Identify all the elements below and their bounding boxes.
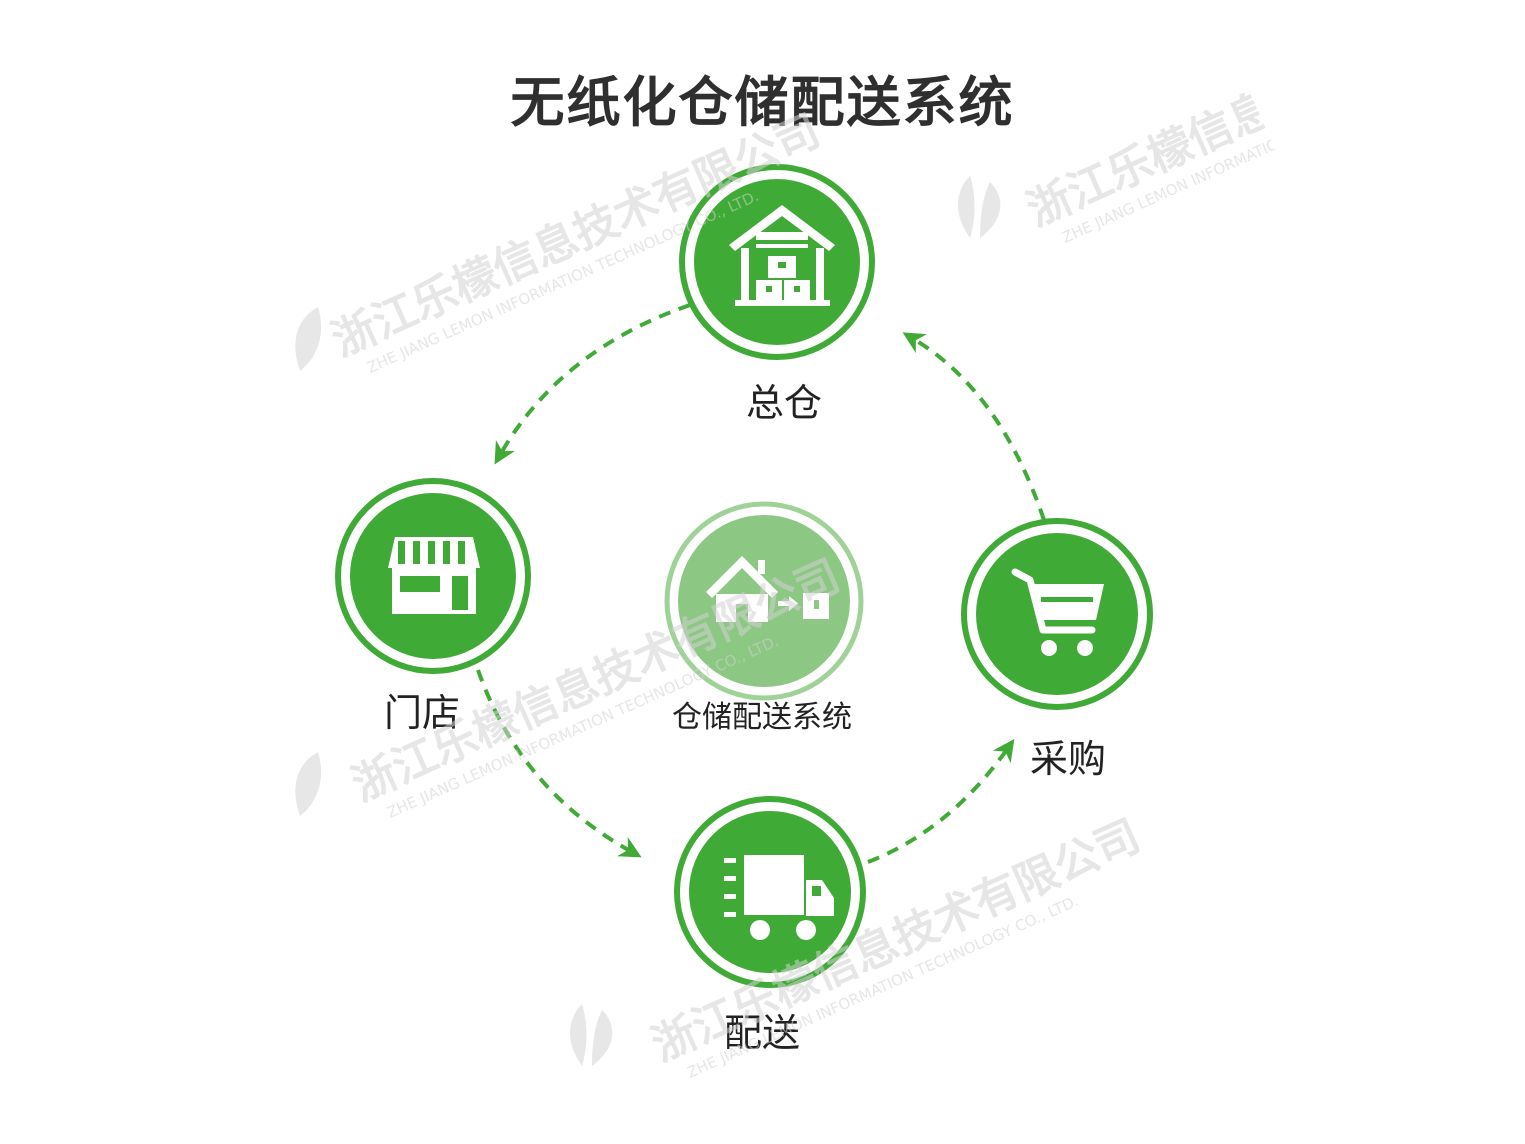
house-to-box-icon xyxy=(706,556,829,622)
label-purchase: 采购 xyxy=(1029,737,1106,781)
storefront-icon xyxy=(388,537,480,614)
arrow-purchase-to-warehouse xyxy=(902,332,1046,521)
watermark-logo-icon xyxy=(295,307,322,371)
label-store: 门店 xyxy=(383,691,460,735)
page-title: 无纸化仓储配送系统 xyxy=(510,71,1015,134)
arrow-delivery-to-purchase xyxy=(867,739,1015,864)
node-store xyxy=(335,478,531,674)
label-center: 仓储配送系统 xyxy=(672,700,852,735)
node-purchase xyxy=(961,518,1153,710)
watermark-logo-icon xyxy=(295,752,322,816)
node-delivery xyxy=(674,796,866,988)
node-center xyxy=(664,501,864,701)
watermark-logo-icon xyxy=(958,176,1001,238)
warehouse-icon xyxy=(729,205,835,306)
watermark-logo-icon xyxy=(570,1004,613,1066)
arrow-warehouse-to-store xyxy=(494,303,691,465)
truck-icon xyxy=(724,855,834,940)
shopping-cart-icon xyxy=(1011,568,1104,656)
node-warehouse xyxy=(679,164,875,360)
arrow-store-to-delivery xyxy=(476,669,642,858)
label-warehouse: 总仓 xyxy=(745,381,822,425)
label-delivery: 配送 xyxy=(723,1011,800,1055)
